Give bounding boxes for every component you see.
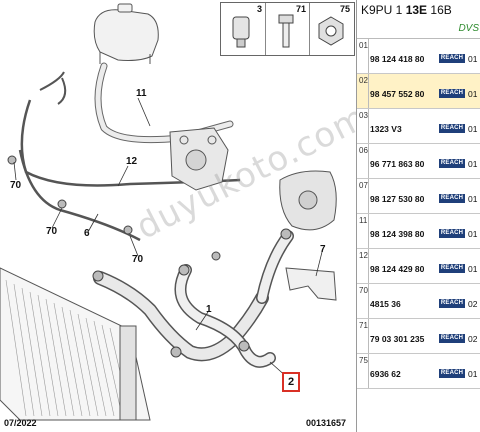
reach-badge: REACH: [439, 159, 465, 168]
part-index: 07: [359, 181, 368, 190]
part-index: 70: [359, 286, 368, 295]
callout-7[interactable]: 7: [320, 244, 326, 255]
reach-badge: REACH: [439, 194, 465, 203]
hardware-number-3: 3: [256, 4, 262, 14]
callout-70-mid[interactable]: 70: [46, 226, 58, 237]
part-number[interactable]: 96 771 863 80: [370, 159, 425, 169]
reach-badge: REACH: [439, 229, 465, 238]
thermostat-housing: [169, 127, 229, 191]
hardware-item-75[interactable]: 75: [309, 3, 353, 55]
row-divider: [368, 74, 369, 108]
part-quantity: 01: [468, 89, 478, 99]
part-number[interactable]: 98 124 398 80: [370, 229, 425, 239]
fitting-icon: [232, 16, 250, 48]
part-number[interactable]: 79 03 301 235: [370, 334, 425, 344]
expansion-tank: [93, 3, 159, 64]
row-divider: [368, 144, 369, 178]
reach-badge: REACH: [439, 369, 465, 378]
callout-70-right[interactable]: 70: [132, 254, 144, 265]
part-number[interactable]: 1323 V3: [370, 124, 402, 134]
row-divider: [368, 39, 369, 73]
part-quantity: 01: [468, 159, 478, 169]
sub-label: DVS: [458, 23, 479, 34]
part-index: 75: [359, 356, 368, 365]
reach-badge: REACH: [439, 89, 465, 98]
part-number[interactable]: 98 457 552 80: [370, 89, 425, 99]
engine-code-bold: 13E: [405, 3, 428, 17]
part-number[interactable]: 6936 62: [370, 369, 401, 379]
diagram-date: 07/2022: [4, 418, 37, 428]
part-quantity: 01: [468, 194, 478, 204]
reach-badge: REACH: [439, 54, 465, 63]
callout-1[interactable]: 1: [206, 304, 212, 315]
callout-70-left[interactable]: 70: [10, 180, 22, 191]
callout-12[interactable]: 12: [126, 156, 138, 167]
part-number[interactable]: 98 124 429 80: [370, 264, 425, 274]
row-divider: [368, 109, 369, 143]
hardware-inset: 3 71 75: [220, 2, 355, 56]
hardware-item-71[interactable]: 71: [265, 3, 310, 55]
part-index: 11: [359, 216, 368, 225]
part-index: 02: [359, 76, 368, 85]
hardware-item-3[interactable]: 3: [221, 3, 266, 55]
part-number[interactable]: 4815 36: [370, 299, 401, 309]
part-index: 01: [359, 41, 368, 50]
part-number[interactable]: 98 124 418 80: [370, 54, 425, 64]
callout-11[interactable]: 11: [136, 88, 147, 99]
part-quantity: 02: [468, 299, 478, 309]
callout-6[interactable]: 6: [84, 228, 90, 239]
diagram-drawing: [0, 3, 337, 421]
part-index: 06: [359, 146, 368, 155]
panel-subheader: DVS: [357, 20, 480, 39]
row-divider: [368, 214, 369, 248]
part-index: 12: [359, 251, 368, 260]
nut-icon: [318, 16, 344, 46]
pump-housing: [279, 170, 337, 231]
radiator: [0, 267, 151, 421]
engine-code-header: K9PU 1 13E 16B: [357, 0, 480, 20]
part-quantity: 01: [468, 229, 478, 239]
reach-badge: REACH: [439, 264, 465, 273]
part-quantity: 01: [468, 54, 478, 64]
part-index: 71: [359, 321, 368, 330]
reach-badge: REACH: [439, 334, 465, 343]
row-divider: [368, 354, 369, 388]
part-quantity: 01: [468, 124, 478, 134]
callout-2-highlighted[interactable]: 2: [282, 372, 301, 392]
part-quantity: 01: [468, 369, 478, 379]
row-divider: [368, 319, 369, 353]
reach-badge: REACH: [439, 124, 465, 133]
row-divider: [368, 284, 369, 318]
row-divider: [368, 179, 369, 213]
parts-diagram: 3 71 75 duyukoto.com 11 12 70 70 6 70 7 …: [0, 2, 374, 428]
bolt-icon: [278, 14, 294, 48]
engine-code: K9PU 1: [361, 3, 403, 17]
part-quantity: 01: [468, 264, 478, 274]
part-quantity: 02: [468, 334, 478, 344]
bracket-7: [285, 267, 337, 301]
pipe-6: [18, 149, 141, 242]
row-divider: [368, 249, 369, 283]
hardware-number-71: 71: [295, 4, 306, 14]
hose-clamps: [7, 155, 292, 358]
reach-badge: REACH: [439, 299, 465, 308]
part-number[interactable]: 98 127 530 80: [370, 194, 425, 204]
diagram-reference: 00131657: [306, 418, 347, 428]
part-index: 03: [359, 111, 368, 120]
engine-code-tail: 16B: [430, 3, 452, 17]
hardware-number-75: 75: [339, 4, 350, 14]
